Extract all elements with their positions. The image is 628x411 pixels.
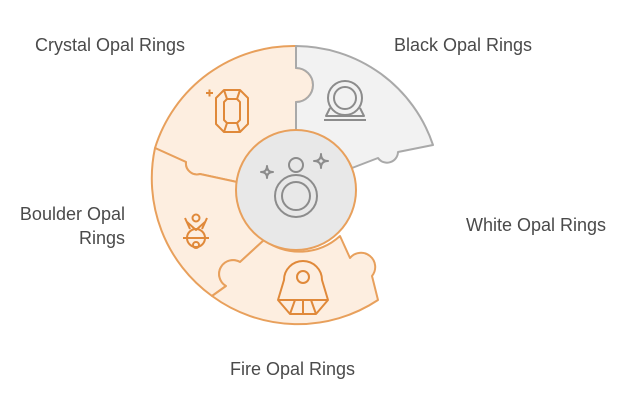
faceted-gem-icon xyxy=(277,260,329,315)
fire-opal-segment xyxy=(211,235,379,326)
white-opal-label: White Opal Rings xyxy=(466,215,607,235)
crystal-opal-label: Crystal Opal Rings xyxy=(35,35,186,55)
fire-opal-label: Fire Opal Rings xyxy=(230,359,356,379)
black-opal-label: Black Opal Rings xyxy=(394,35,533,55)
boulder-opal-label-line2: Rings xyxy=(78,228,125,248)
black-opal-segment xyxy=(295,45,434,169)
sparkling-ring-icon xyxy=(260,153,329,218)
ring-with-stone-icon xyxy=(324,80,366,121)
emerald-cut-gem-icon xyxy=(206,89,249,133)
boulder-ring-icon xyxy=(183,213,209,249)
center-hub xyxy=(235,129,357,251)
boulder-opal-label-line1: Boulder Opal xyxy=(19,204,125,224)
boulder-opal-label: Boulder Opal Rings xyxy=(20,202,125,250)
